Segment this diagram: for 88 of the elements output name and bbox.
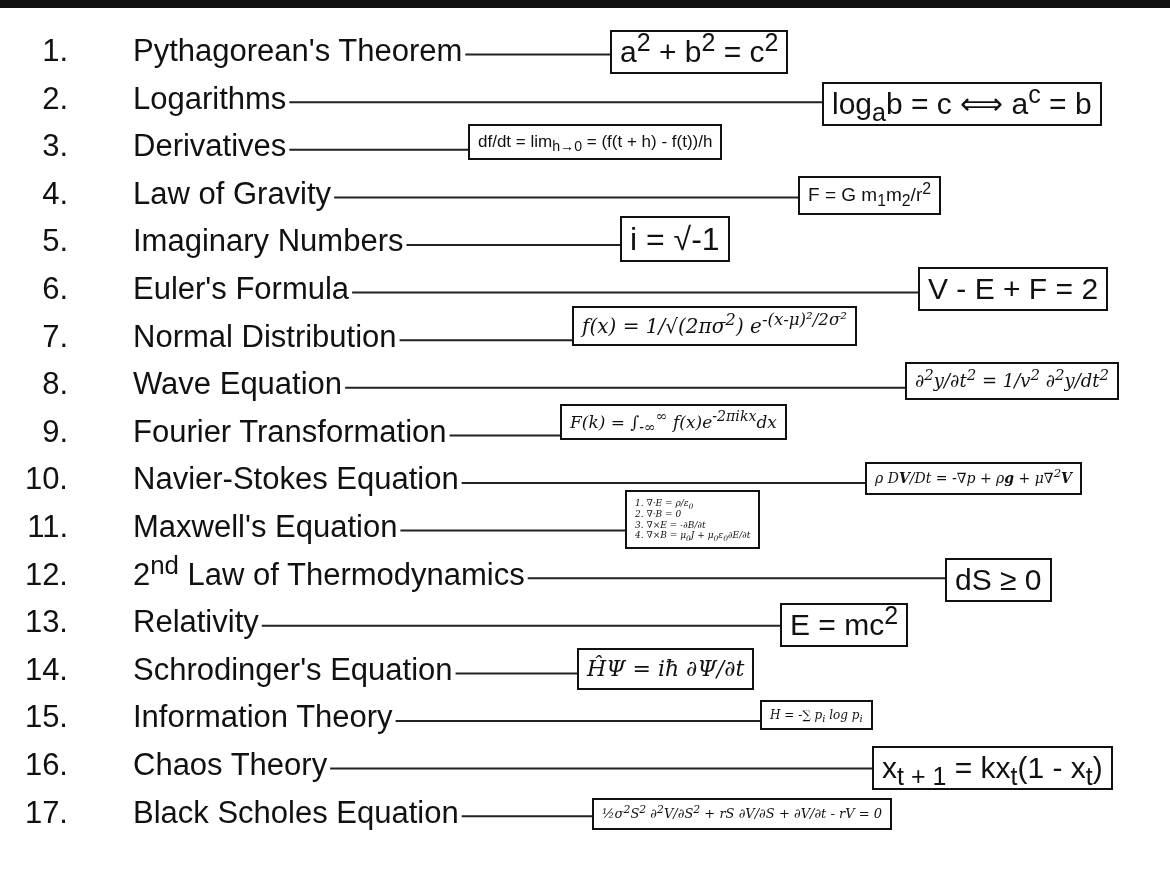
formula-box <box>572 306 858 346</box>
formula-box <box>577 648 755 691</box>
connector-line <box>464 53 611 56</box>
formula-box <box>780 603 909 647</box>
list-number: 16. <box>24 747 68 783</box>
list-number: 7. <box>42 318 68 355</box>
formula-text: df/dt = lim$_{h→0}$ = (f(t + h) - f(t))/h <box>478 132 713 153</box>
topic-name: Schrodinger's Equation <box>133 651 453 688</box>
formula-text: F(k) = ∫$_{-∞}$$^{∞}$ f(x)e$^{-2πikx}$dx <box>570 412 777 433</box>
formula-text: x$_{t + 1}$ = kx$_{t}$(1 - x$_{t}$) <box>882 750 1103 786</box>
formula-box <box>945 558 1052 602</box>
list-number: 10. <box>24 461 68 498</box>
formula-text: E = mc$^{2}$ <box>790 607 899 643</box>
connector-line <box>344 386 906 389</box>
topic-name: Wave Equation <box>133 366 343 403</box>
topic-name: Derivatives <box>133 128 287 165</box>
formula-text: i = √-1 <box>630 220 720 259</box>
list-number: 11. <box>27 509 68 545</box>
formula-text: f(x) = 1/√(2πσ$^{2}$) e$^{-(x-μ)²/2σ²}$ <box>582 314 848 338</box>
connector-line <box>460 815 593 818</box>
connector-line <box>329 767 873 770</box>
list-number: 6. <box>42 271 68 307</box>
list-number: 12. <box>24 556 68 593</box>
connector-line <box>405 244 621 246</box>
formula-text: ∂$^{2}$y/∂t$^{2}$ = 1/v$^{2}$ ∂$^{2}$y/dt$^{2}$ <box>915 370 1110 392</box>
formula-text: F = G m$_{1}$m$_{2}$/r$^{2}$ <box>808 184 932 207</box>
formula-text: 4. ∇×B = μ$_{0}$J + μ$_{0}$ε$_{0}$∂E/∂t <box>635 530 751 542</box>
formula-text: a$^{2}$ + b$^{2}$ = c$^{2}$ <box>620 34 779 70</box>
connector-line <box>333 196 799 199</box>
formula-box <box>625 490 761 550</box>
topic-name: 2$^{nd}$ Law of Thermodynamics <box>133 556 525 593</box>
formula-box <box>592 798 893 830</box>
connector-line <box>288 101 823 104</box>
connector-line <box>454 672 578 675</box>
topic-name: Imaginary Numbers <box>133 223 404 260</box>
formula-box <box>468 124 723 161</box>
formula-box <box>610 30 789 74</box>
topic-name: Logarithms <box>133 80 287 117</box>
list-number: 9. <box>42 413 68 450</box>
formula-box <box>620 216 730 263</box>
connector-line <box>398 339 573 342</box>
formula-text: log$_{a}$b = c ⟺ a$^{c}$ = b <box>832 86 1092 122</box>
topic-name: Chaos Theory <box>133 747 328 783</box>
list-number: 5. <box>42 223 68 260</box>
connector-line <box>288 148 469 151</box>
connector-line <box>460 482 866 484</box>
formula-text: ½σ$^{2}$S$^{2}$ ∂$^{2}$V/∂S$^{2}$ + rS ∂V/∂S + ∂V/∂t - rV = 0 <box>602 806 883 822</box>
topic-name: Navier-Stokes Equation <box>133 461 459 498</box>
formula-text: V - E + F = 2 <box>928 271 1099 307</box>
connector-line <box>260 624 781 627</box>
formula-text: ĤΨ = iħ ∂Ψ/∂t <box>587 656 745 683</box>
connector-line <box>448 434 561 437</box>
formula-box <box>822 82 1102 126</box>
topic-name: Law of Gravity <box>133 175 332 212</box>
formula-box <box>560 404 787 441</box>
list-number: 17. <box>24 794 68 831</box>
list-number: 3. <box>42 128 68 165</box>
formula-text: dS ≥ 0 <box>955 562 1042 598</box>
formula-box <box>918 267 1109 311</box>
topic-name: Normal Distribution <box>133 318 397 355</box>
connector-line <box>526 577 946 580</box>
topic-name: Euler's Formula <box>133 271 350 307</box>
topic-name: Information Theory <box>133 699 393 736</box>
formula-box <box>905 362 1120 400</box>
formula-text: 3. ∇×E = -∂B/∂t <box>635 519 707 531</box>
list-number: 1. <box>42 33 68 69</box>
topic-name: Maxwell's Equation <box>133 509 398 545</box>
formula-box <box>798 176 942 215</box>
list-number: 8. <box>42 366 68 403</box>
connector-line <box>399 529 626 532</box>
formula-box <box>872 746 1113 790</box>
formula-text: 2. ∇·B = 0 <box>635 508 682 520</box>
connector-line <box>394 720 761 722</box>
list-number: 13. <box>24 604 68 641</box>
topic-name: Pythagorean's Theorem <box>133 33 463 69</box>
formula-text: ρ DV/Dt = -∇p + ρg + μ∇$^{2}$V <box>875 470 1072 487</box>
list-number: 14. <box>24 651 68 688</box>
topic-name: Relativity <box>133 604 259 641</box>
formula-box <box>760 700 873 731</box>
connector-line <box>351 291 919 294</box>
formula-box <box>865 462 1082 495</box>
list-number: 4. <box>42 175 68 212</box>
formula-text: 1. ∇·E = ρ/ε$_{0}$ <box>635 498 695 509</box>
topic-name: Black Scholes Equation <box>133 794 459 831</box>
formula-text: H = -∑ p$_{i}$ log p$_{i}$ <box>770 708 863 723</box>
list-number: 15. <box>24 699 68 736</box>
list-number: 2. <box>42 80 68 117</box>
topic-name: Fourier Transformation <box>133 413 447 450</box>
